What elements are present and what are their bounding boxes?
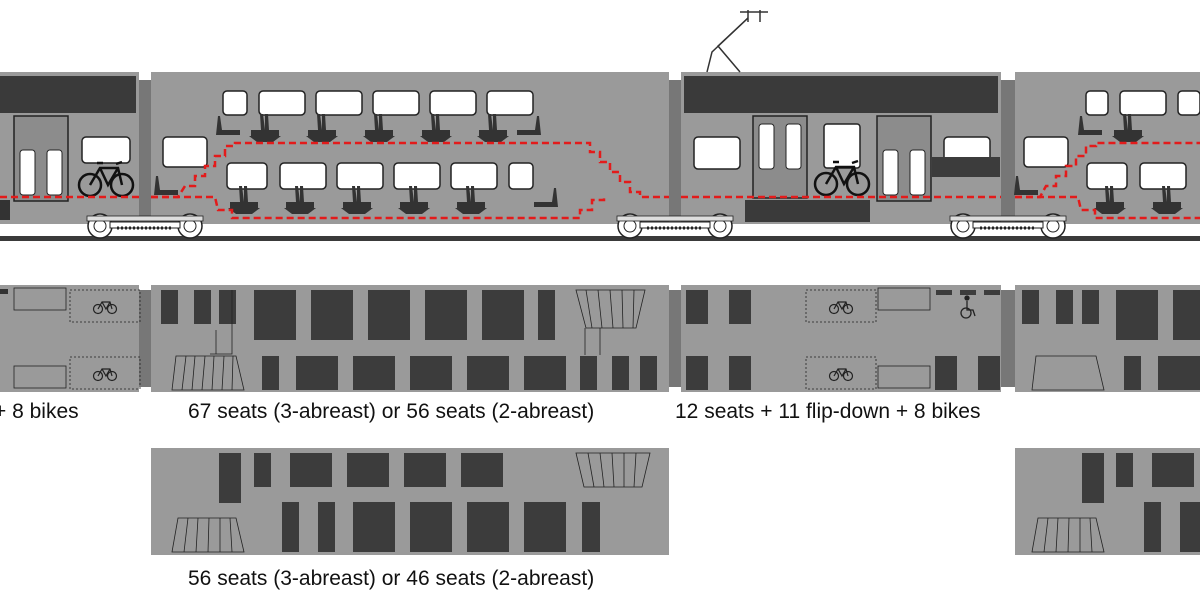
caption-middle-car-variant: 56 seats (3-abreast) or 46 seats (2-abre… xyxy=(188,567,595,590)
lower-deck xyxy=(154,136,558,214)
window xyxy=(81,136,131,164)
side-elevation xyxy=(0,10,1200,241)
window-band xyxy=(684,76,998,113)
window-band xyxy=(0,76,136,113)
flip-down-seats xyxy=(932,157,1000,177)
gangway xyxy=(139,80,151,220)
gangway xyxy=(1001,80,1015,220)
caption-middle-car: 67 seats (3-abreast) or 56 seats (2-abre… xyxy=(188,400,595,423)
rail xyxy=(0,236,1200,241)
gangway xyxy=(669,80,681,220)
floor-level-line xyxy=(0,141,1200,199)
plan-view-row-2 xyxy=(151,448,1200,555)
caption-left-car: + 8 bikes xyxy=(0,400,79,423)
wheelchair-icon xyxy=(960,295,976,319)
bogie xyxy=(85,212,205,240)
bogie xyxy=(948,212,1068,240)
caption-power-car: 12 seats + 11 flip-down + 8 bikes xyxy=(675,400,981,423)
pantograph-icon xyxy=(706,10,768,73)
bogie xyxy=(615,212,735,240)
upper-deck xyxy=(216,90,541,142)
plan-view-row-1 xyxy=(0,285,1200,392)
